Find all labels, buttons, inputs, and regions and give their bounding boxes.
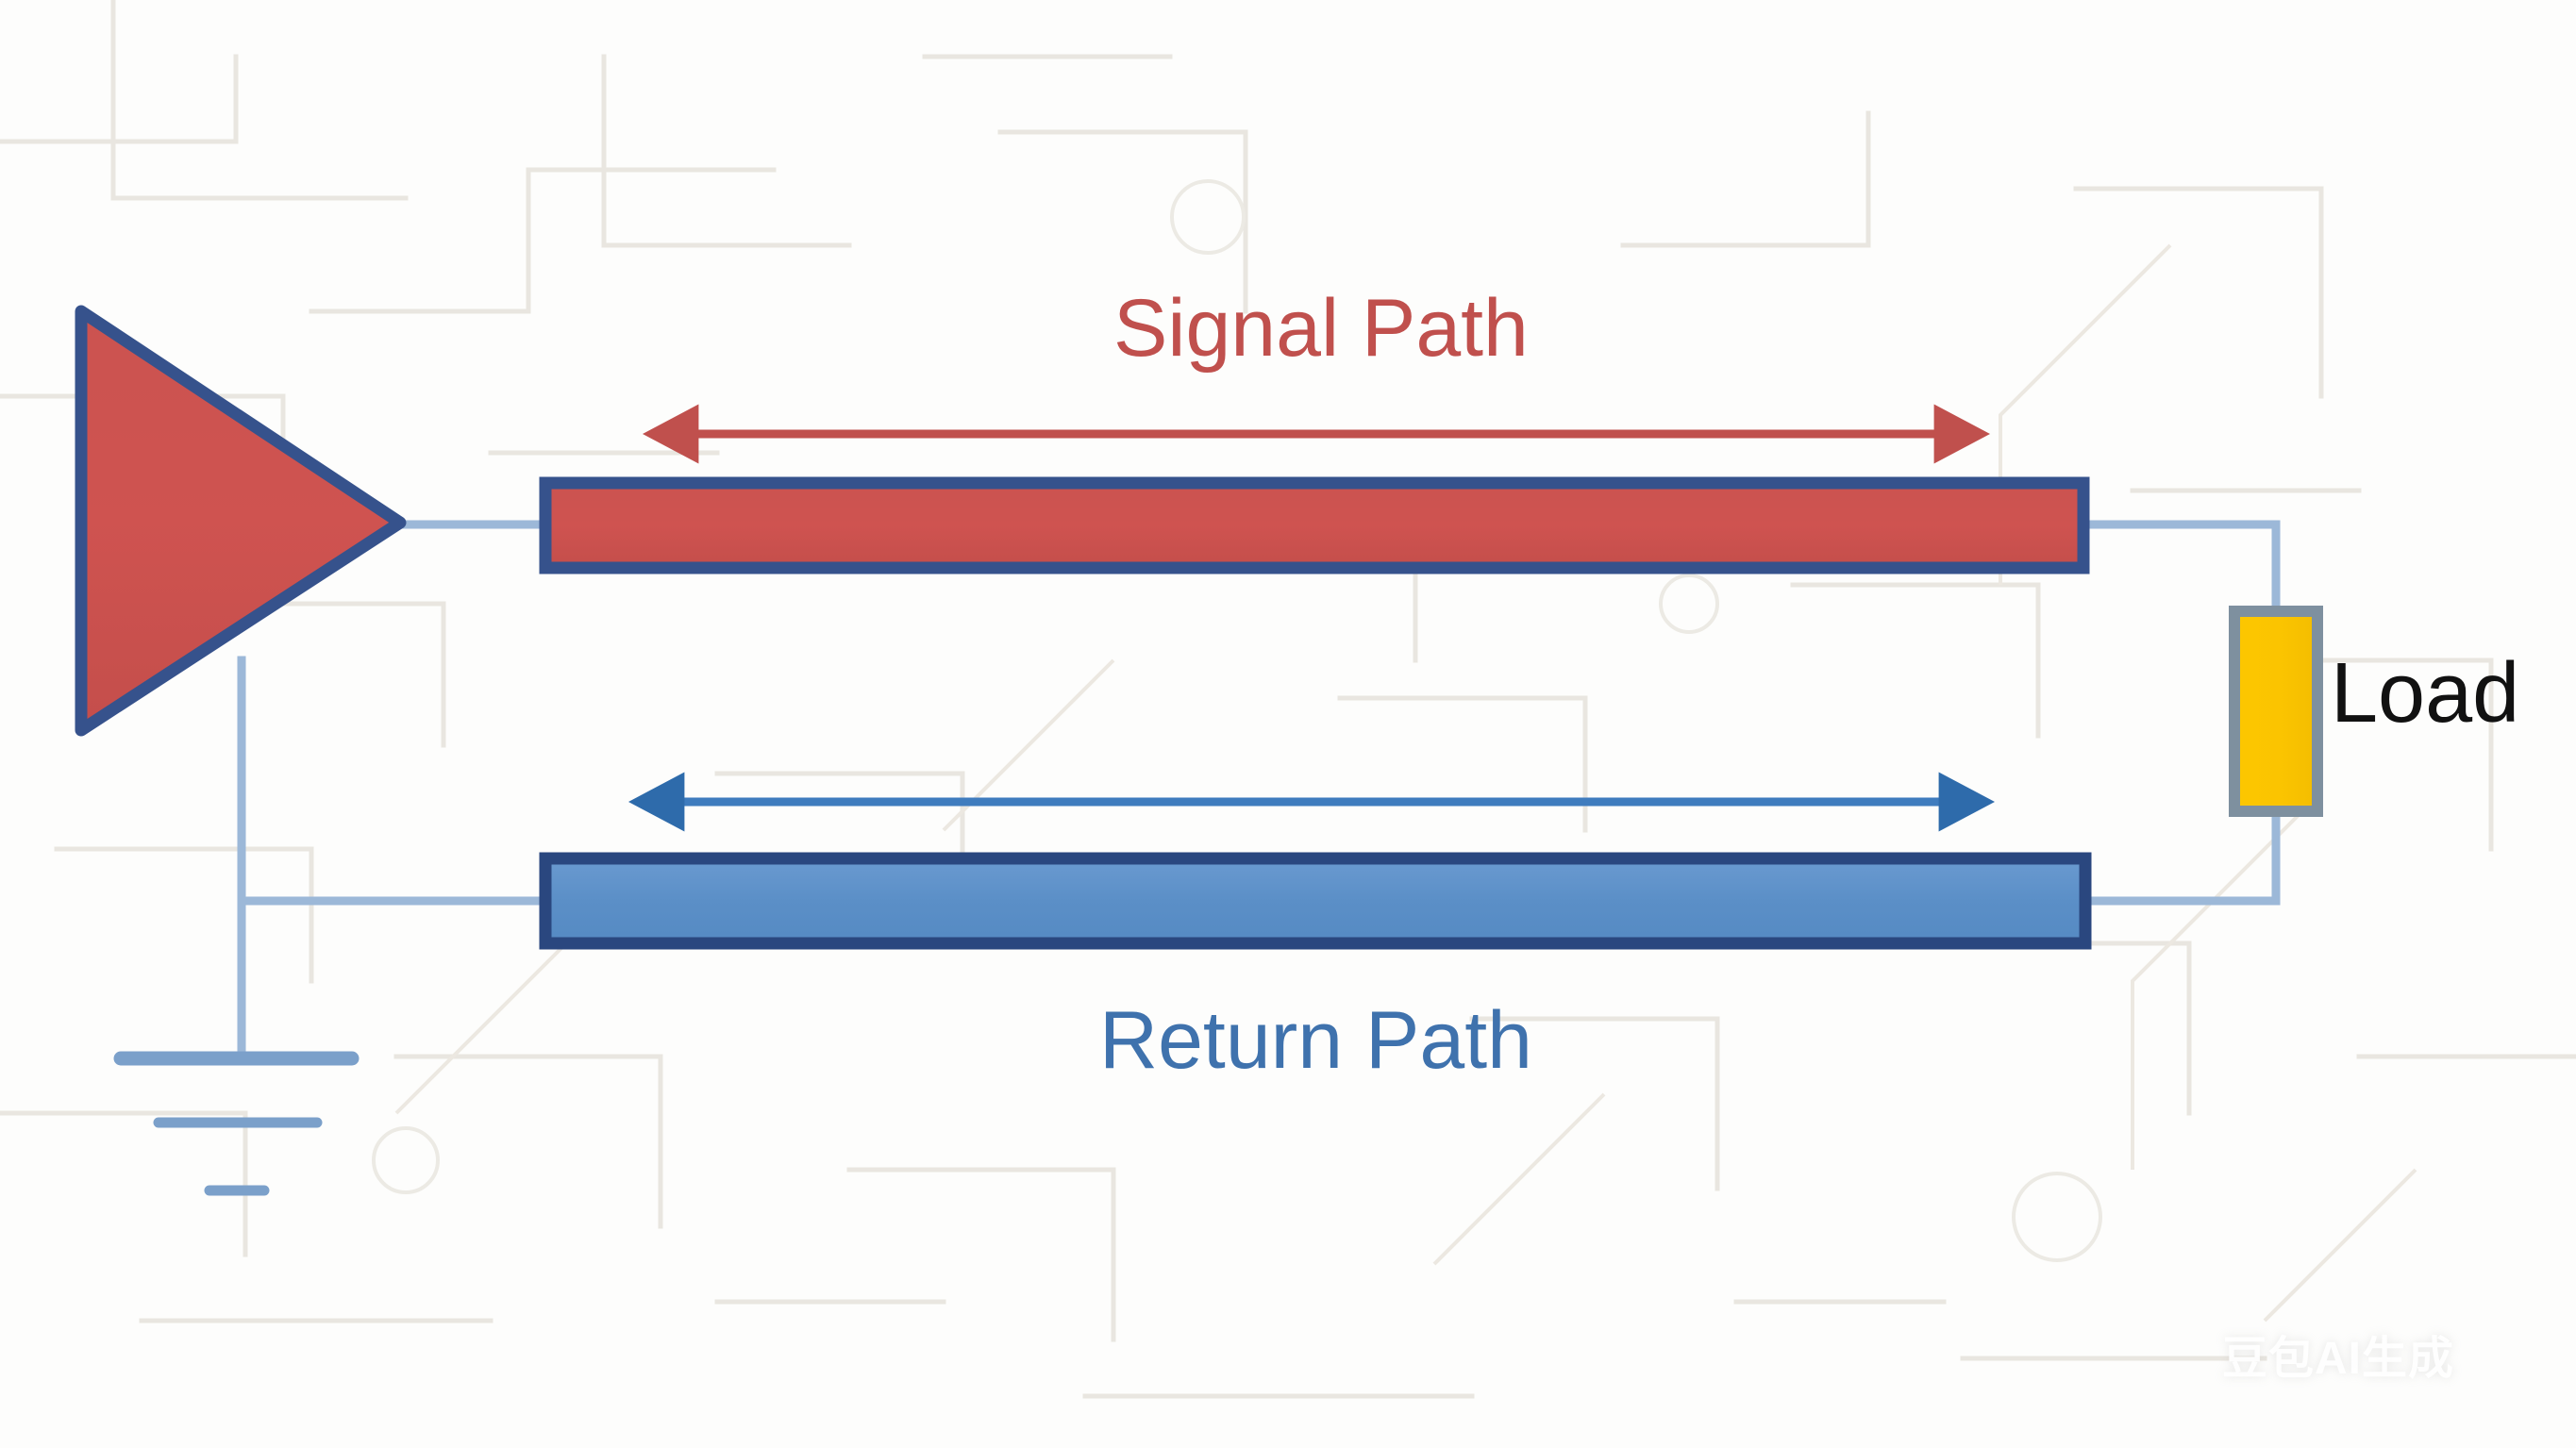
wire-signal-to-load (2079, 520, 2281, 618)
return-trace-bar[interactable] (539, 852, 2092, 950)
signal-path-label: Signal Path (1113, 283, 1529, 374)
wire-load-to-return (2081, 805, 2281, 906)
signal-trace-bar[interactable] (539, 476, 2090, 574)
load-label: Load (2331, 646, 2520, 741)
driver-amplifier-triangle[interactable] (75, 305, 407, 737)
wire-network (237, 520, 2281, 1063)
ground-symbol (113, 1051, 360, 1196)
wire-amp-ground-tap (237, 656, 550, 906)
return-path-label: Return Path (1099, 995, 1532, 1086)
load-resistor[interactable] (2229, 606, 2323, 817)
watermark: 豆包AI生成 (2222, 1334, 2455, 1384)
